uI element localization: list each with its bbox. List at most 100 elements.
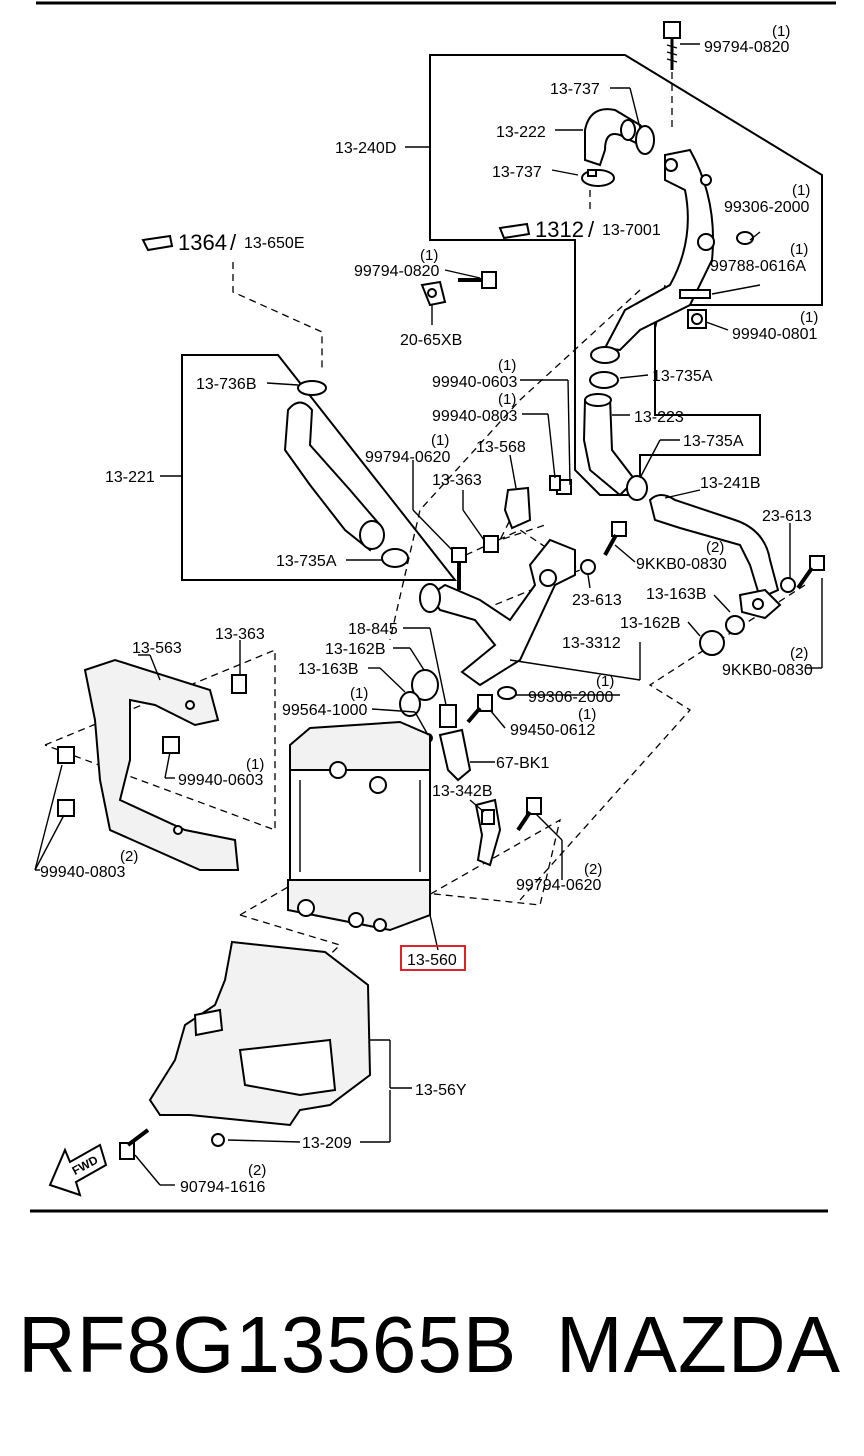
qty-99794-0820-mid: (1) bbox=[420, 247, 438, 264]
frame-13-240d bbox=[429, 54, 823, 496]
footer: RF8G13565B MAZDA bbox=[0, 1290, 864, 1420]
bracket-67-bk1-icon bbox=[438, 728, 472, 782]
ref-line-center bbox=[389, 289, 641, 641]
bolt-9kkb0-0830-right-icon bbox=[796, 555, 825, 590]
label-23-613-a: 23-613 bbox=[762, 508, 812, 525]
label-13-560: 13-560 bbox=[407, 952, 457, 969]
nut-99940-0801-icon bbox=[687, 309, 707, 329]
bolt-99450-0612-icon bbox=[466, 694, 493, 724]
label-23-613-b: 23-613 bbox=[572, 592, 622, 609]
label-13-563: 13-563 bbox=[132, 640, 182, 657]
oring-13-163b-left-icon bbox=[399, 691, 421, 717]
pipe-13-240d-icon bbox=[603, 148, 715, 352]
label-99940-0801: 99940-0801 bbox=[732, 326, 818, 343]
qty-99940-0803-a: (1) bbox=[498, 391, 516, 408]
leader-lines bbox=[34, 43, 823, 1186]
qty-99940-0603-b: (1) bbox=[246, 756, 264, 773]
clamp-13-735a-upper-icon bbox=[589, 346, 620, 389]
highlight-box-13-560 bbox=[400, 945, 466, 971]
part-number: RF8G13565B bbox=[18, 1300, 518, 1389]
ref-line-1364 bbox=[232, 262, 323, 370]
qty-99940-0603-a: (1) bbox=[498, 357, 516, 374]
bracket-13-342b-icon bbox=[474, 798, 502, 867]
label-13-650e: 13-650E bbox=[244, 235, 305, 252]
label-99450-0612: 99450-0612 bbox=[510, 722, 596, 739]
label-9kkb0-0830-a: 9KKB0-0830 bbox=[636, 556, 727, 573]
label-13-735a-b: 13-735A bbox=[683, 433, 744, 450]
label-13-736b: 13-736B bbox=[196, 376, 257, 393]
label-13-3312: 13-3312 bbox=[562, 635, 621, 652]
label-67-bk1: 67-BK1 bbox=[496, 755, 549, 772]
nut-99940-0803-icon bbox=[549, 475, 561, 491]
sensor-18-845-icon bbox=[439, 704, 457, 728]
fwd-arrow-icon bbox=[48, 1143, 108, 1197]
clamp-13-737-icon bbox=[581, 169, 615, 187]
nut-13-363-icon bbox=[483, 535, 499, 553]
label-13-737-a: 13-737 bbox=[550, 81, 600, 98]
nipple-99306-2000-icon bbox=[736, 231, 754, 245]
hose-13-222-icon bbox=[584, 108, 655, 167]
bolt-99794-0620-icon bbox=[451, 547, 467, 590]
label-13-162b-a: 13-162B bbox=[620, 615, 681, 632]
hose-13-241b-icon bbox=[648, 494, 782, 620]
qty-9kkb0-0830-a: (2) bbox=[706, 539, 724, 556]
bolt-90794-1616-icon bbox=[119, 1128, 150, 1160]
bolt-99794-0820-mid-icon bbox=[458, 271, 497, 289]
bolt-99794-0620-b-icon bbox=[516, 797, 542, 832]
bracket-13-563-icon bbox=[83, 658, 240, 871]
pipe-13-3312-icon bbox=[419, 538, 576, 687]
label-13-163b-a: 13-163B bbox=[646, 586, 707, 603]
oring-13-162b-right-icon bbox=[699, 630, 725, 656]
label-99794-0620-b: 99794-0620 bbox=[516, 877, 602, 894]
nut-99940-0803-left-b-icon bbox=[57, 799, 75, 817]
label-99788-0616a: 99788-0616A bbox=[710, 258, 806, 275]
intercooler-13-560-icon bbox=[287, 720, 431, 932]
bolt-99794-0820-icon bbox=[663, 21, 681, 70]
hose-13-223-icon bbox=[582, 393, 637, 497]
label-13-7001: 13-7001 bbox=[602, 222, 661, 239]
nipple-99306-2000-b-icon bbox=[497, 686, 517, 700]
label-13-162b-b: 13-162B bbox=[325, 641, 386, 658]
qty-99788-0616a: (1) bbox=[790, 241, 808, 258]
nut-99940-0603-left-icon bbox=[162, 736, 180, 754]
qty-99306-2000-a: (1) bbox=[792, 182, 810, 199]
bracket-13-568-icon bbox=[503, 486, 532, 530]
clamp-13-736b-icon bbox=[297, 380, 327, 396]
clamp-13-735a-lower-icon bbox=[626, 475, 648, 501]
label-99940-0603-b: 99940-0603 bbox=[178, 772, 264, 789]
label-99940-0603-a: 99940-0603 bbox=[432, 374, 518, 391]
pointing-hand-1312-icon bbox=[498, 222, 531, 240]
pointing-hand-1364-icon bbox=[141, 234, 174, 252]
label-13-209: 13-209 bbox=[302, 1135, 352, 1152]
clip-13-209-icon bbox=[211, 1133, 225, 1147]
qty-99940-0801: (1) bbox=[800, 309, 818, 326]
brand-name: MAZDA bbox=[556, 1300, 841, 1389]
frame-13-221 bbox=[181, 354, 458, 581]
label-99940-0803-b: 99940-0803 bbox=[40, 864, 126, 881]
qty-99794-0620-a: (1) bbox=[431, 432, 449, 449]
qty-99564-1000: (1) bbox=[350, 685, 368, 702]
gasket-23-613-center-icon bbox=[580, 559, 596, 575]
label-99306-2000-b: 99306-2000 bbox=[528, 689, 614, 706]
label-90794-1616: 90794-1616 bbox=[180, 1179, 266, 1196]
ref-line-right bbox=[519, 584, 806, 901]
label-13-342b: 13-342B bbox=[432, 783, 493, 800]
duct-13-56y-icon bbox=[148, 940, 372, 1127]
qty-99450-0612: (1) bbox=[578, 706, 596, 723]
ref-1312: 1312 bbox=[535, 217, 584, 242]
gasket-23-613-right-icon bbox=[780, 577, 796, 593]
label-13-241b: 13-241B bbox=[700, 475, 761, 492]
label-13-363-b: 13-363 bbox=[215, 626, 265, 643]
oring-13-162b-left-icon bbox=[411, 669, 439, 701]
ref-1364: 1364 bbox=[178, 230, 227, 255]
label-13-735a-c: 13-735A bbox=[276, 553, 337, 570]
qty-90794-1616: (2) bbox=[248, 1162, 266, 1179]
ref-slash-1364: / bbox=[230, 230, 237, 255]
qty-99306-2000-b: (1) bbox=[596, 673, 614, 690]
label-99794-0820-top: 99794-0820 bbox=[704, 39, 790, 56]
hose-13-221-icon bbox=[283, 401, 385, 552]
label-13-568: 13-568 bbox=[476, 439, 526, 456]
label-13-163b-b: 13-163B bbox=[298, 661, 359, 678]
bracket-20-65xb-icon bbox=[420, 280, 447, 307]
label-99794-0820-mid: 99794-0820 bbox=[354, 263, 440, 280]
